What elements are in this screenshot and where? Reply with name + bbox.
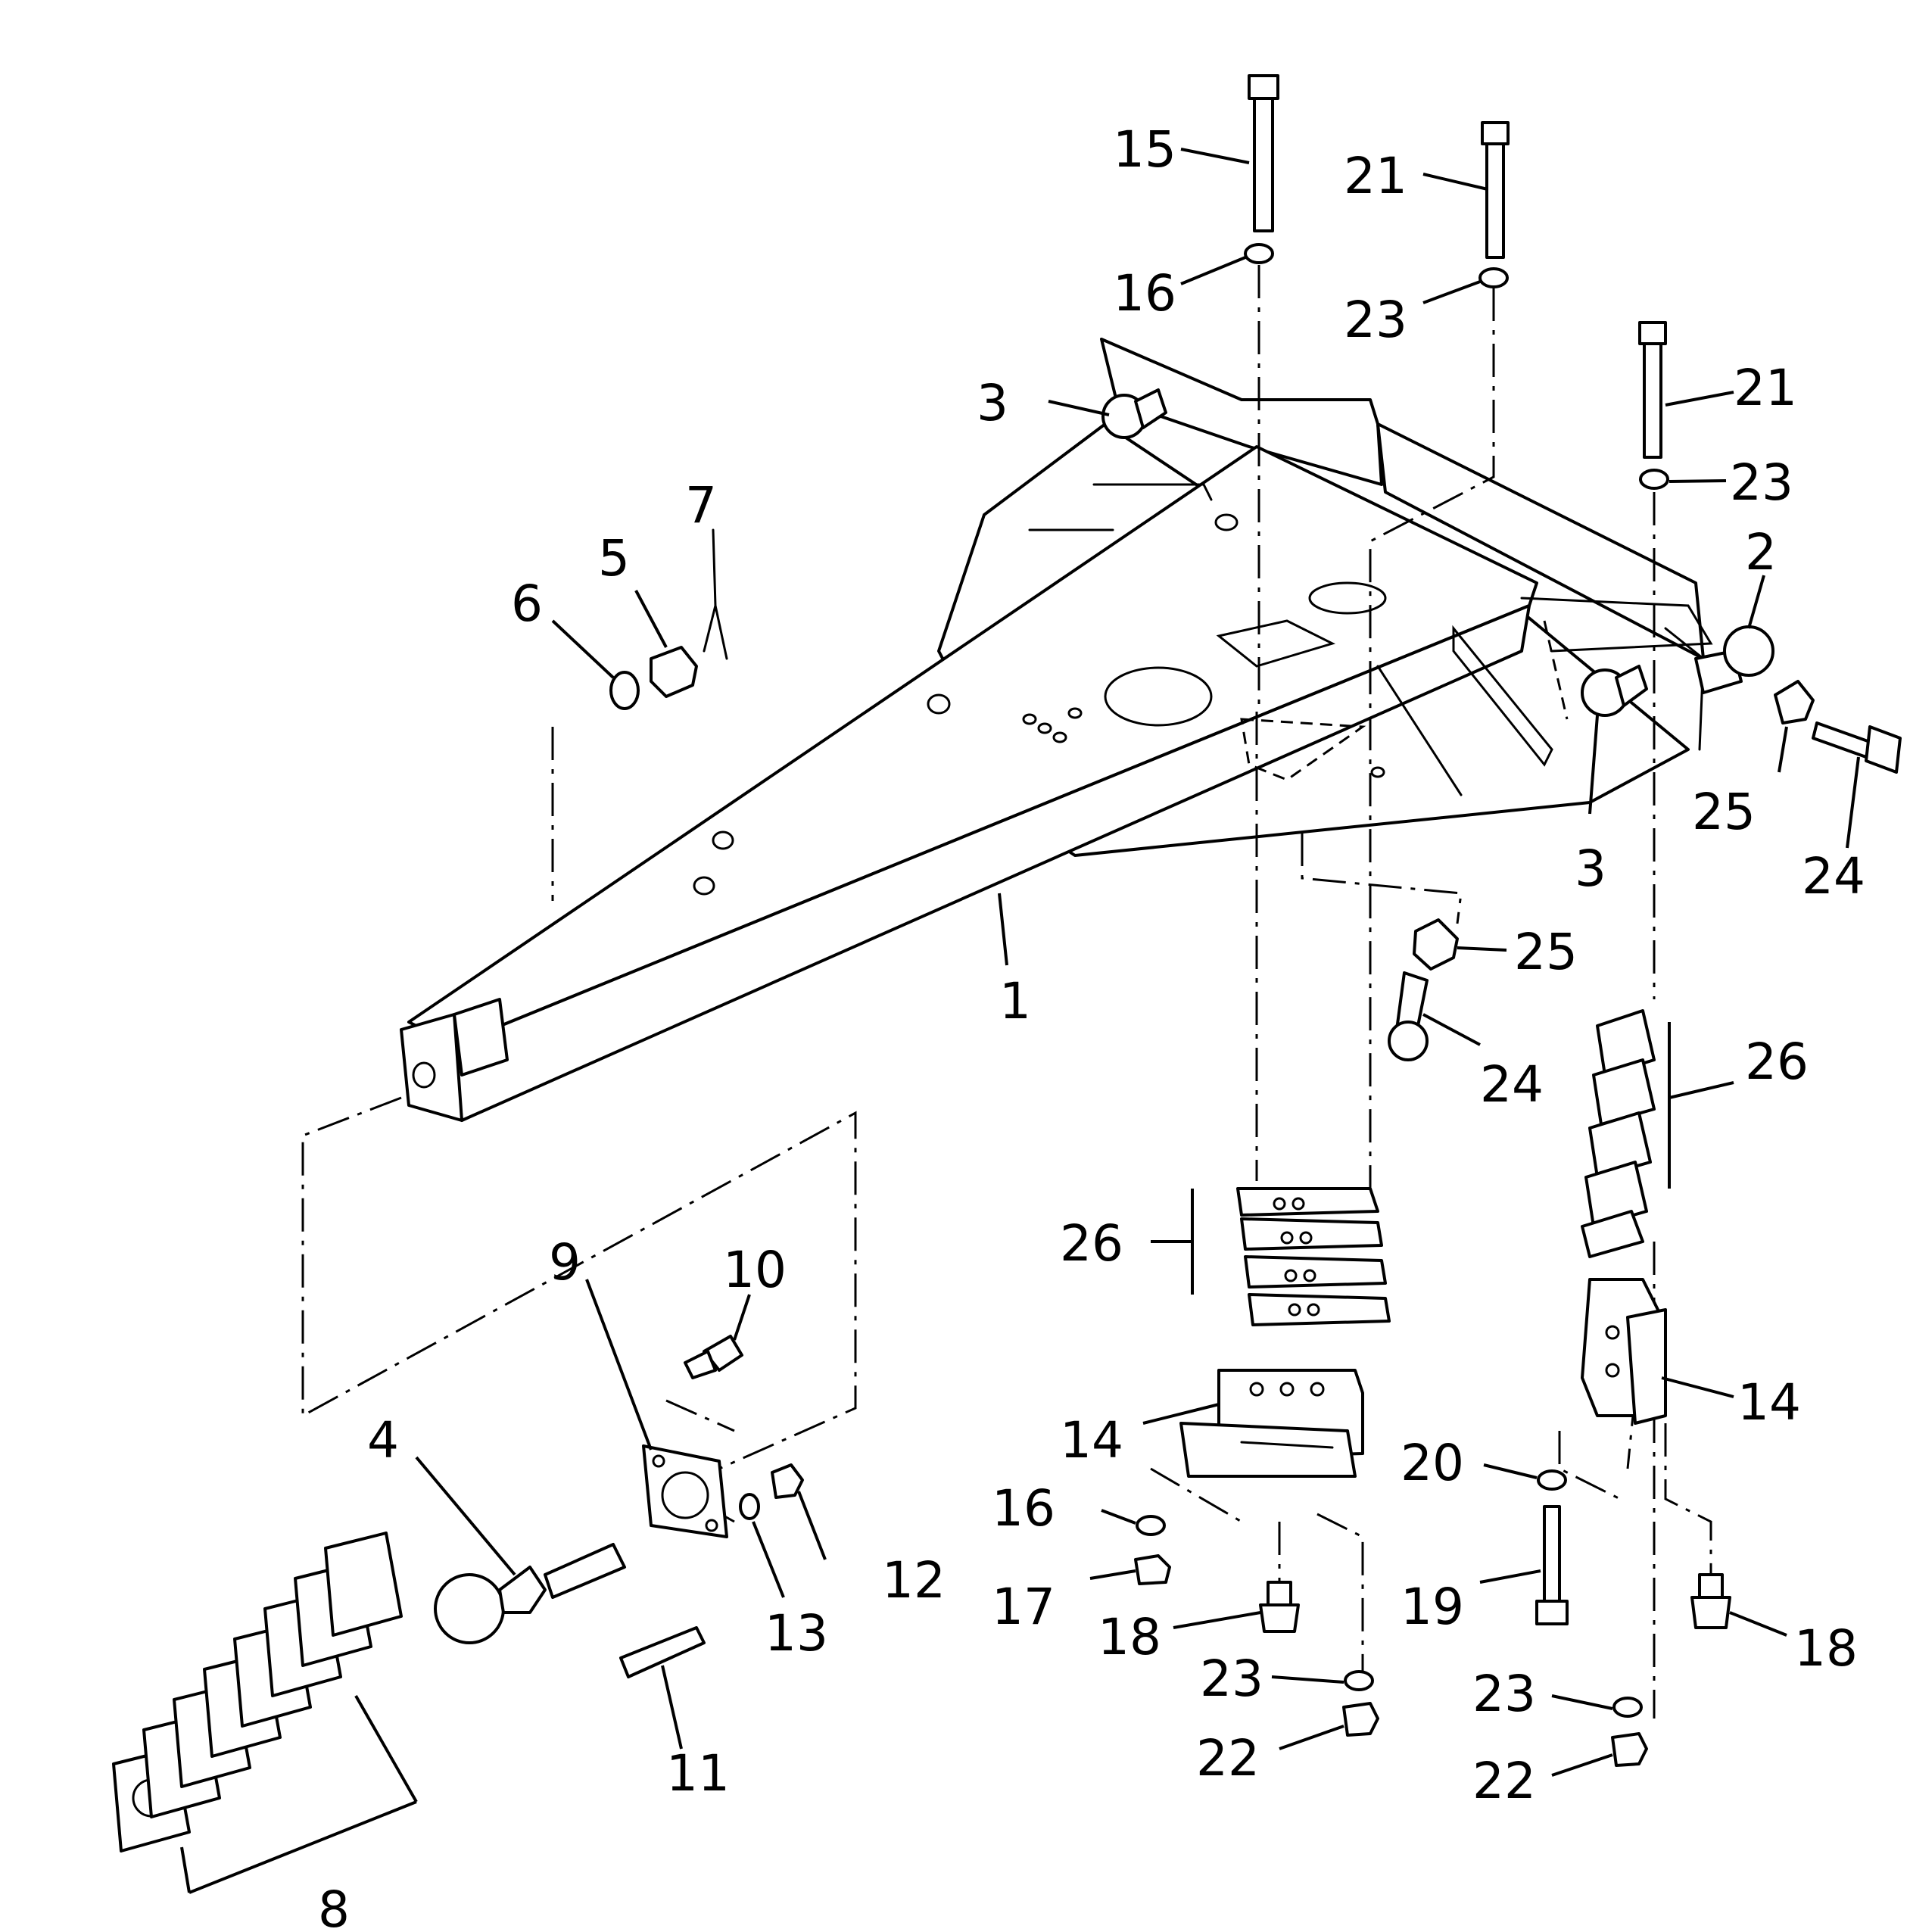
callout-26: 26 <box>1745 1033 1809 1091</box>
washer-part-16-bottom <box>1136 1515 1166 1536</box>
callout-2: 2 <box>1745 523 1777 581</box>
callout-21: 21 <box>1344 147 1407 205</box>
callout-25: 25 <box>1514 923 1578 981</box>
nut-part-17 <box>1134 1554 1171 1585</box>
shim-stack-part-26-right <box>1581 1009 1656 1258</box>
washer-part-6 <box>609 671 640 710</box>
ball-joint-part-2 <box>1694 625 1774 694</box>
callout-24: 24 <box>1802 847 1865 905</box>
callout-19: 19 <box>1401 1578 1464 1636</box>
flange-part-9 <box>642 1444 728 1538</box>
washer-part-23-bottom-right <box>1612 1697 1643 1718</box>
callout-17: 17 <box>992 1578 1055 1636</box>
callout-15: 15 <box>1113 120 1176 179</box>
callout-22: 22 <box>1196 1729 1260 1787</box>
stud-part-11 <box>619 1626 706 1678</box>
shim-stack-part-26-middle <box>1236 1187 1391 1326</box>
callout-25: 25 <box>1692 783 1756 841</box>
callout-23: 23 <box>1344 291 1407 349</box>
callout-6: 6 <box>511 575 543 633</box>
callout-21: 21 <box>1734 359 1797 417</box>
callout-5: 5 <box>598 529 630 587</box>
nut-part-25-right <box>1774 680 1815 724</box>
callout-12: 12 <box>882 1551 946 1609</box>
callout-9: 9 <box>549 1233 581 1292</box>
washer-part-23-top-right <box>1639 469 1669 490</box>
callout-16: 16 <box>992 1479 1055 1538</box>
callout-24: 24 <box>1480 1055 1544 1114</box>
callout-23: 23 <box>1200 1650 1263 1708</box>
callout-14: 14 <box>1737 1373 1801 1432</box>
cotter-pin-part-7 <box>703 528 728 660</box>
shim-stack-part-8 <box>112 1532 403 1853</box>
nut-part-5 <box>650 646 698 698</box>
nut-part-22-middle <box>1342 1702 1379 1737</box>
nut-part-25-middle <box>1413 918 1459 971</box>
bolt-part-19 <box>1535 1505 1569 1625</box>
callout-14: 14 <box>1060 1411 1123 1469</box>
washer-part-16-top <box>1244 243 1274 264</box>
callout-4: 4 <box>367 1411 399 1469</box>
callout-1: 1 <box>999 972 1031 1030</box>
callout-18: 18 <box>1098 1608 1161 1666</box>
nut-part-12 <box>771 1463 804 1499</box>
callout-16: 16 <box>1113 264 1176 323</box>
washer-part-23-top-left <box>1478 267 1509 288</box>
pin-part-3-upper <box>1101 388 1167 439</box>
washer-part-20 <box>1537 1469 1567 1491</box>
bolt-part-15 <box>1248 74 1279 232</box>
callout-22: 22 <box>1472 1752 1536 1810</box>
nut-part-22-right <box>1611 1732 1648 1767</box>
callout-20: 20 <box>1401 1434 1464 1492</box>
grease-fitting-part-18-right <box>1690 1573 1731 1629</box>
callout-11: 11 <box>666 1744 730 1803</box>
callout-8: 8 <box>318 1881 350 1932</box>
block-part-14-middle <box>1179 1369 1364 1478</box>
grease-fitting-part-10 <box>684 1335 743 1379</box>
callout-23: 23 <box>1730 453 1793 512</box>
block-part-14-right <box>1581 1278 1667 1425</box>
callout-3: 3 <box>977 374 1008 432</box>
callout-3: 3 <box>1575 840 1606 898</box>
callout-13: 13 <box>765 1604 828 1662</box>
callout-26: 26 <box>1060 1214 1123 1273</box>
pin-part-3-lower <box>1581 665 1648 717</box>
ball-stud-part-4 <box>434 1543 626 1644</box>
washer-part-23-bottom-middle <box>1344 1670 1374 1691</box>
bolt-part-21-left <box>1481 121 1510 259</box>
grease-fitting-part-18-middle <box>1259 1581 1300 1633</box>
callout-18: 18 <box>1794 1619 1858 1678</box>
callout-23: 23 <box>1472 1665 1536 1723</box>
bolt-part-21-right <box>1638 321 1667 459</box>
callout-7: 7 <box>685 476 717 534</box>
washer-part-13 <box>739 1493 760 1520</box>
bolt-part-24-right <box>1812 721 1902 774</box>
bolt-part-24-middle <box>1388 971 1429 1061</box>
a-frame-part-1 <box>400 338 1713 1122</box>
callout-10: 10 <box>723 1241 787 1299</box>
